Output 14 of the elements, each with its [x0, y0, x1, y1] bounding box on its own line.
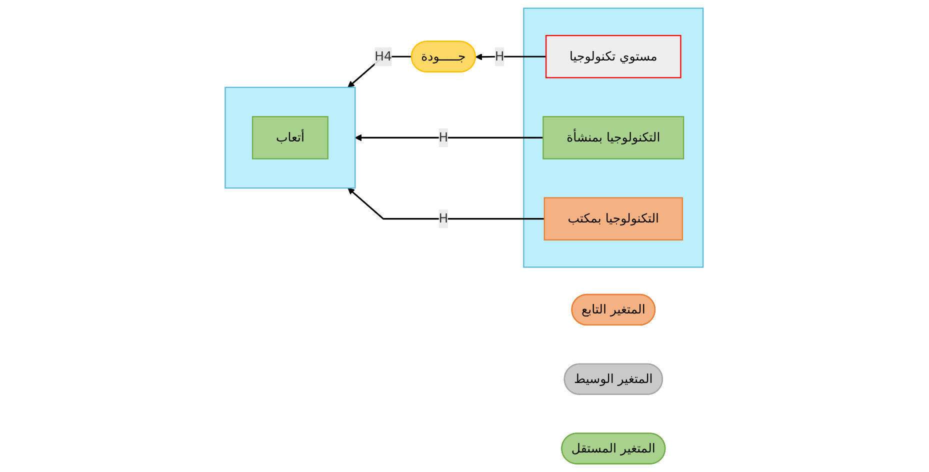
edge-label: H4	[375, 48, 392, 64]
arrow	[348, 56, 412, 88]
cluster	[523, 8, 704, 268]
node-box: التكنولوجيا بمكتب	[544, 197, 684, 240]
node-box: التكنولوجيا بمنشأة	[542, 116, 684, 160]
edge-label: H	[439, 211, 448, 226]
arrow	[476, 53, 546, 60]
arrow	[355, 134, 544, 142]
edge-label: H	[439, 130, 448, 145]
node-box: مستوي تكنولوجيا	[546, 34, 682, 78]
node-box: أتعاب	[252, 116, 329, 160]
edge-label: H	[495, 48, 505, 64]
cluster	[225, 86, 356, 189]
arrow	[348, 188, 545, 220]
